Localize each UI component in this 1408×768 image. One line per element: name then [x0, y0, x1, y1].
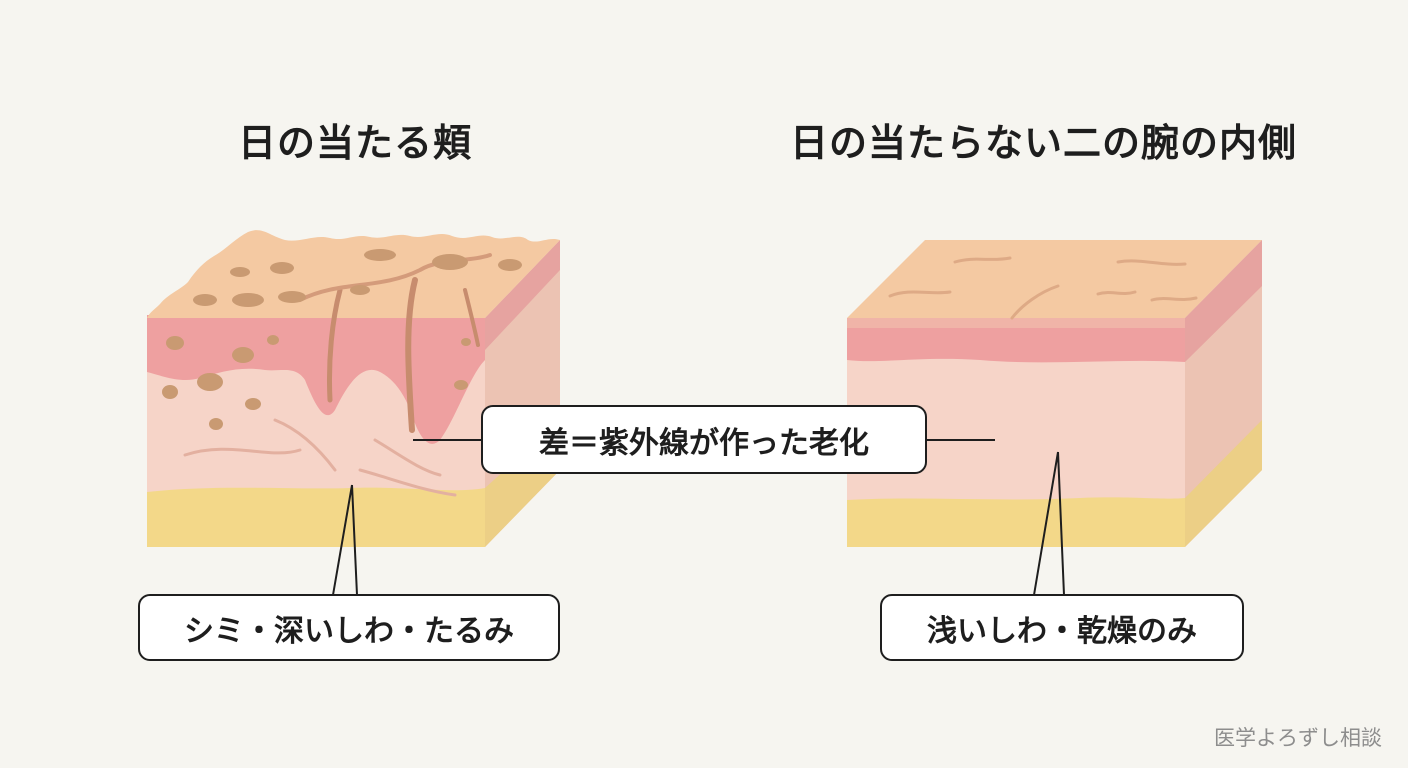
age-spot	[245, 398, 261, 410]
age-spot	[350, 285, 370, 295]
protected-skin-block	[847, 240, 1262, 547]
shallow-wrinkle	[1152, 298, 1196, 300]
age-spot	[209, 418, 223, 430]
age-spot	[232, 347, 254, 363]
left-block-fat-layer	[147, 488, 485, 547]
age-spot	[166, 336, 184, 350]
age-spot	[454, 380, 468, 390]
age-spot	[278, 291, 306, 303]
age-spot	[364, 249, 396, 261]
protected-effects-callout: 浅いしわ・乾燥のみ	[880, 594, 1244, 661]
sun-exposed-effects-callout: シミ・深いしわ・たるみ	[138, 594, 560, 661]
age-spot	[498, 259, 522, 271]
age-spot	[197, 373, 223, 391]
age-spot	[432, 254, 468, 270]
age-spot	[230, 267, 250, 277]
watermark: 医学よろずし相談	[1214, 722, 1382, 752]
age-spot	[232, 293, 264, 307]
age-spot	[270, 262, 294, 274]
difference-callout: 差＝紫外線が作った老化	[481, 405, 927, 474]
age-spot	[461, 338, 471, 346]
age-spot	[267, 335, 279, 345]
age-spot	[162, 385, 178, 399]
shallow-wrinkle	[1098, 292, 1135, 294]
age-spot	[193, 294, 217, 306]
right-block-fat-layer	[847, 497, 1185, 547]
right-block-surface-edge	[847, 318, 1185, 328]
right-block-epidermis	[847, 328, 1185, 362]
